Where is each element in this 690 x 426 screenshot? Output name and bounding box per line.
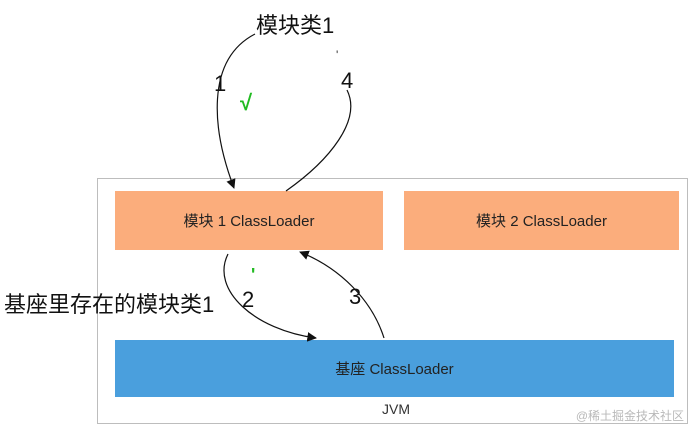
module-1-classloader-label: 模块 1 ClassLoader xyxy=(183,213,315,230)
base-classloader-label: 基座 ClassLoader xyxy=(335,361,454,378)
module-2-classloader-box: 模块 2 ClassLoader xyxy=(404,191,679,250)
arrow-step-3 xyxy=(299,250,385,339)
base-module-class-label: 基座里存在的模块类1 xyxy=(4,292,215,317)
tick-mark-step-2: ' xyxy=(251,265,256,285)
watermark-text: @稀土掘金技术社区 xyxy=(575,409,684,423)
base-classloader-box: 基座 ClassLoader xyxy=(115,340,674,397)
module-class-1-label: 模块类1 xyxy=(256,13,335,38)
arrow-step-4 xyxy=(285,89,352,192)
arrow-step-2 xyxy=(223,253,317,342)
step-3-label: 3 xyxy=(349,284,362,309)
module-1-classloader-box: 模块 1 ClassLoader xyxy=(115,191,383,250)
step-4-label: 4 xyxy=(341,68,354,93)
module-2-classloader-label: 模块 2 ClassLoader xyxy=(476,213,607,230)
jvm-label: JVM xyxy=(382,401,410,417)
step-1-label: 1 xyxy=(214,71,227,96)
tick-mark-step-4: ' xyxy=(336,48,339,62)
step-2-label: 2 xyxy=(242,287,255,312)
arrow-step-1 xyxy=(216,33,256,189)
check-icon: √ xyxy=(240,90,253,115)
